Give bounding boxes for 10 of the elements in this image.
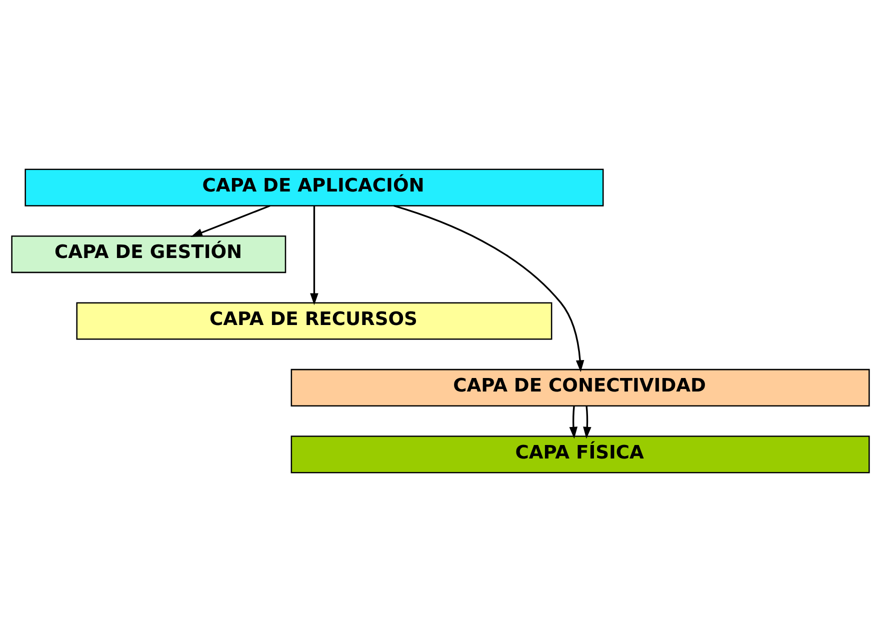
node-box: CAPA DE RECURSOS (76, 302, 552, 340)
arrow (190, 204, 270, 237)
node-box: CAPA DE CONECTIVIDAD (290, 368, 870, 407)
arrow (569, 406, 578, 439)
node-box: CAPA DE GESTIÓN (11, 235, 286, 274)
node-box: CAPA DE APLICACIÓN (24, 168, 604, 206)
arrow (310, 206, 318, 306)
arrow (583, 406, 592, 439)
arrow (393, 204, 584, 372)
node-box: CAPA FÍSICA (290, 436, 870, 474)
